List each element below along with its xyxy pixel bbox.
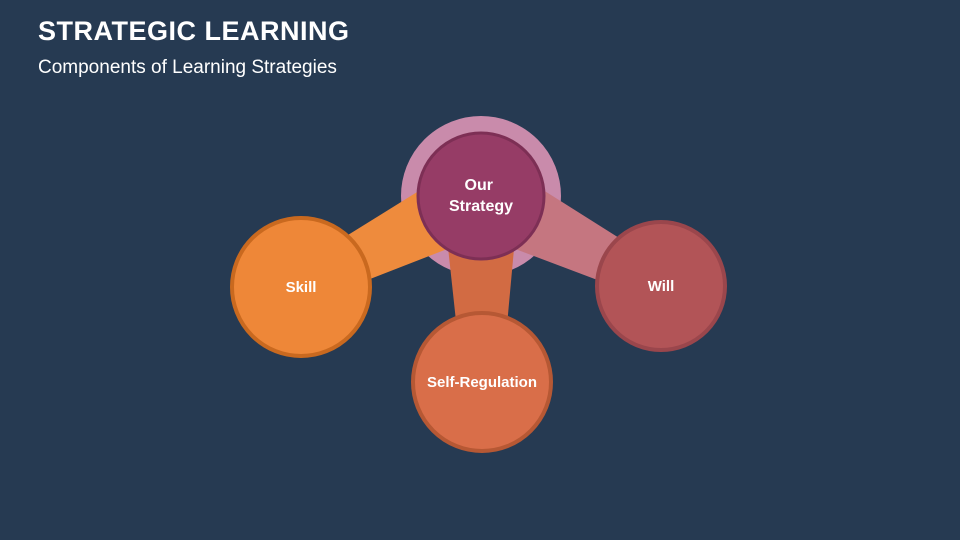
- node-skill-circle: [230, 216, 372, 358]
- node-skill-label: Skill: [286, 279, 317, 296]
- slide-subtitle: Components of Learning Strategies: [38, 57, 337, 78]
- slide-header: STRATEGIC LEARNING Components of Learnin…: [38, 16, 350, 79]
- node-self-regulation-label: Self-Regulation: [427, 374, 537, 391]
- node-will-circle: [595, 220, 727, 352]
- node-will-label: Will: [648, 278, 675, 295]
- slide-title: STRATEGIC LEARNING: [38, 16, 350, 46]
- node-self-regulation-circle: [411, 311, 553, 453]
- node-our-strategy-label: Our Strategy: [449, 177, 513, 215]
- node-our-strategy-circle: [416, 131, 546, 261]
